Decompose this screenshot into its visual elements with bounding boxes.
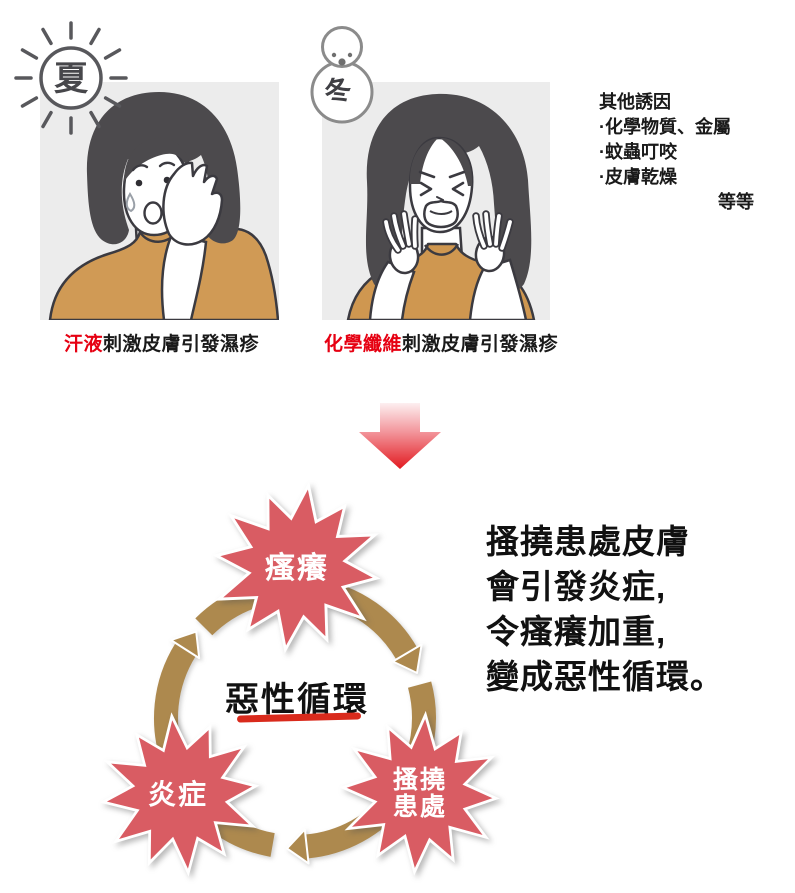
description-line-2: 會引發炎症,: [486, 568, 667, 605]
description-line-4: 變成惡性循環。: [486, 658, 724, 695]
winter-badge-label: 冬: [321, 73, 354, 109]
sweat-drop-icon: [125, 192, 136, 213]
caption-summer-rest: 刺激皮膚引發濕疹: [103, 334, 260, 355]
trigger-item-insect-bites: ·蚊蟲叮咬: [599, 142, 677, 162]
burst-inflammation-label: 炎症: [148, 779, 208, 810]
winter-illustration: [322, 82, 550, 320]
burst-scratching-label-line2: 患處: [393, 793, 447, 821]
other-triggers-title: 其他誘因: [599, 92, 671, 112]
down-arrow-icon: [359, 403, 441, 469]
burst-inflammation: 炎症: [99, 712, 260, 877]
trigger-item-dry-skin: ·皮膚乾燥: [599, 167, 677, 187]
summer-illustration: [40, 82, 279, 320]
description-line-3: 令瘙癢加重,: [486, 613, 667, 650]
other-triggers-footer: 等等: [718, 192, 754, 212]
description-line-1: 搔撓患處皮膚: [486, 523, 690, 560]
summer-woman-hair: [86, 92, 241, 245]
winter-woman-left-hand: [382, 210, 420, 275]
summer-badge-label: 夏: [54, 60, 89, 98]
caption-summer: 汗液刺激皮膚引發濕疹: [64, 329, 259, 356]
winter-woman-hair: [365, 93, 532, 293]
other-triggers-block: 其他誘因 ·化學物質、金屬 ·蚊蟲叮咬 ·皮膚乾燥 等等: [599, 90, 781, 215]
cycle-arrowhead-left: [170, 630, 201, 660]
cycle-arrowhead-right: [391, 643, 423, 674]
sun-icon: 夏: [14, 21, 128, 135]
summer-woman-hand: [162, 161, 224, 246]
vicious-cycle-diagram: 瘙癢 炎症 搔撓 患處: [99, 481, 500, 877]
winter-woman-right-hand: [472, 210, 514, 273]
caption-summer-highlight: 汗液: [64, 334, 104, 355]
burst-itching: 瘙癢: [212, 481, 381, 654]
caption-winter: 化學纖維刺激皮膚引發濕疹: [324, 329, 558, 356]
burst-itching-label: 瘙癢: [265, 551, 329, 585]
burst-scratching: 搔撓 患處: [339, 710, 500, 876]
caption-winter-rest: 刺激皮膚引發濕疹: [402, 334, 559, 355]
snowman-icon: 冬: [310, 26, 374, 124]
cycle-arrowhead-bottom: [286, 828, 310, 865]
burst-scratching-label-line1: 搔撓: [393, 766, 447, 794]
caption-winter-highlight: 化學纖維: [324, 334, 403, 355]
description-paragraph: 搔撓患處皮膚 會引發炎症, 令瘙癢加重, 變成惡性循環。: [486, 519, 724, 699]
trigger-item-chemicals: ·化學物質、金屬: [599, 117, 731, 137]
